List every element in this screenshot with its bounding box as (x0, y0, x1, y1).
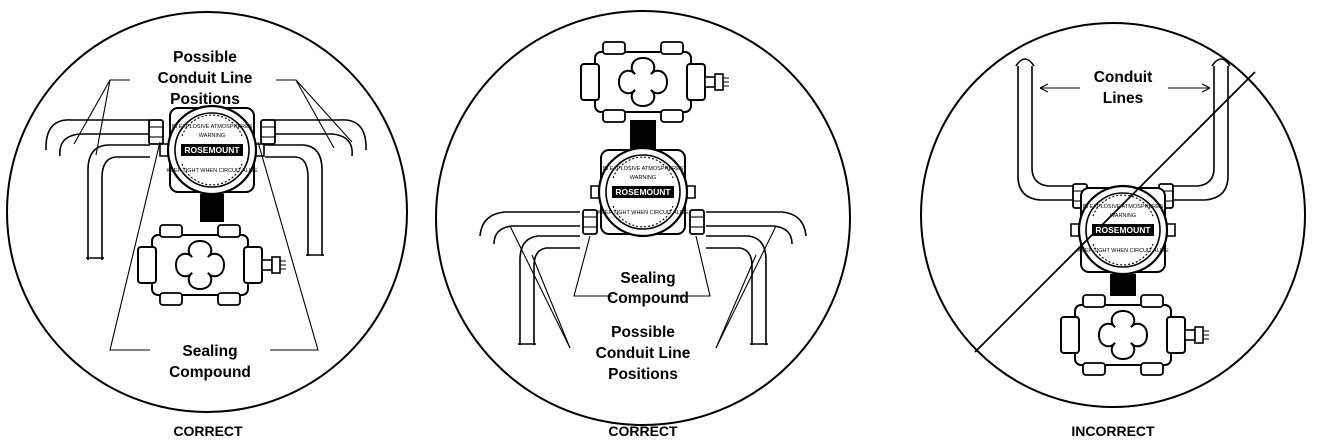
housing-logo-2: ROSEMOUNT (615, 187, 671, 197)
label-conduit-line-2: Lines (1103, 90, 1143, 107)
label-positions2-line-1: Possible (611, 324, 675, 341)
left-conduit-bend-line (479, 211, 580, 237)
caption-incorrect: INCORRECT (1071, 423, 1155, 439)
label-conduit-line-1: Conduit (1094, 69, 1153, 86)
label-positions2-line-2: Conduit Line (596, 345, 691, 362)
neck-3 (1110, 274, 1136, 296)
housing-logo-1: ROSEMOUNT (184, 145, 240, 155)
label-sealing-line-1: Sealing (182, 343, 237, 360)
label-top-line-3: Positions (170, 91, 240, 108)
right-conduit-u-line (1170, 66, 1229, 201)
neck-1 (200, 194, 224, 222)
caption-correct-2: CORRECT (608, 423, 678, 439)
right-conduit-bend-line (706, 211, 807, 237)
right-conduit-down-line (265, 144, 323, 256)
neck-2 (630, 120, 656, 152)
prohibition-slash (974, 71, 1256, 353)
caption-correct-1: CORRECT (173, 423, 243, 439)
left-conduit-down-line (87, 144, 150, 260)
housing-logo-3: ROSEMOUNT (1095, 225, 1151, 235)
label-top-line-1: Possible (173, 49, 237, 66)
panel-correct-conduit-down: Sealing Compound Possible Conduit Line P… (435, 10, 851, 439)
housing-ring-upper-3: IN EXPLOSIVE ATMOSPHERES (1083, 204, 1164, 210)
housing-warning-3: WARNING (1110, 213, 1136, 219)
left-conduit-u-line (1017, 66, 1075, 201)
housing-ring-lower-1: KEEP TIGHT WHEN CIRCUIT ALIVE (166, 168, 258, 174)
housing-ring-upper-1: IN EXPLOSIVE ATMOSPHERES (172, 124, 253, 130)
housing-ring-upper-2: IN EXPLOSIVE ATMOSPHERES (603, 166, 684, 172)
label-top-line-2: Conduit Line (158, 70, 253, 87)
right-conduit-up-line (265, 119, 367, 151)
right-conduit-drop-line (706, 235, 767, 345)
label-sealing-line-2: Compound (169, 364, 251, 381)
label-sealing2-line-2: Compound (607, 290, 689, 307)
left-conduit-drop-line (519, 235, 580, 345)
panel-incorrect: Conduit Lines INCORRECT (920, 22, 1306, 439)
housing-ring-lower-3: KEEP TIGHT WHEN CIRCUIT ALIVE (1077, 248, 1169, 254)
housing-warning-1: WARNING (199, 133, 225, 139)
housing-ring-lower-2: KEEP TIGHT WHEN CIRCUIT ALIVE (597, 210, 689, 216)
left-conduit-up-line (45, 119, 150, 151)
label-positions2-line-3: Positions (608, 366, 678, 383)
housing-warning-2: WARNING (630, 175, 656, 181)
label-sealing2-line-1: Sealing (620, 270, 675, 287)
panel-correct-conduit-up: Possible Conduit Line Positions Sealing … (6, 11, 408, 439)
